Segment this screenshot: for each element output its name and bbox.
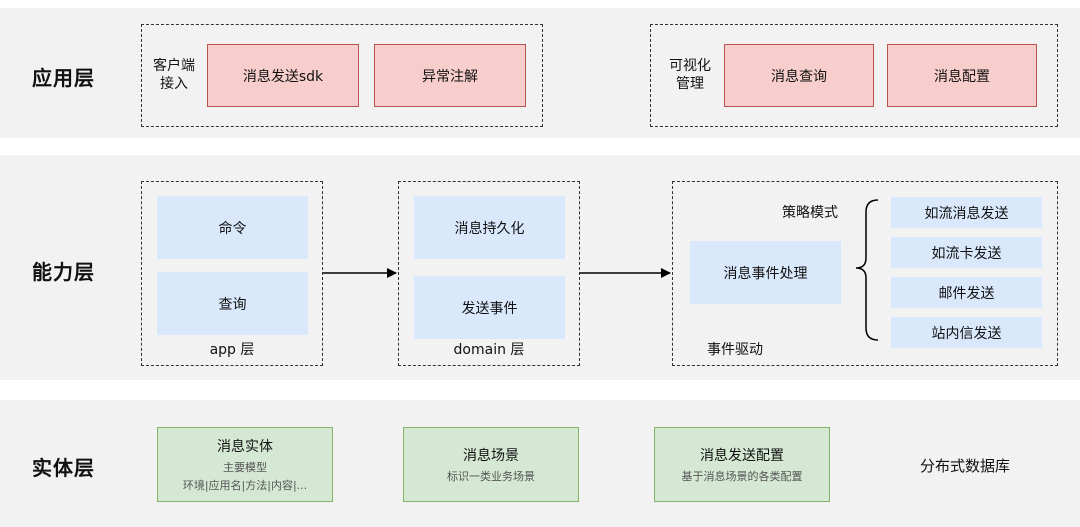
command-box: 命令 — [157, 196, 308, 259]
visual-management-label-line1: 可视化 — [669, 58, 711, 74]
domain-subsystem-caption: domain 层 — [453, 342, 525, 358]
visual-management-group — [650, 24, 1058, 127]
client-access-group — [141, 24, 543, 127]
capability-layer-title: 能力层 — [32, 260, 95, 284]
app-subsystem-caption: app 层 — [209, 342, 255, 358]
message-query-box: 消息查询 — [724, 44, 874, 107]
message-entity-title: 消息实体 — [217, 439, 273, 455]
distributed-database-label: 分布式数据库 — [919, 457, 1010, 475]
client-access-label: 客户端 接入 — [144, 57, 204, 93]
client-access-label-line1: 客户端 — [153, 58, 195, 74]
ruliu-card-send-box: 如流卡发送 — [891, 237, 1042, 268]
site-message-send-box: 站内信发送 — [891, 317, 1042, 348]
strategy-brace — [855, 199, 879, 341]
message-entity-box: 消息实体 主要模型 环境|应用名|方法|内容|... — [157, 427, 333, 502]
message-persistence-box: 消息持久化 — [414, 196, 565, 259]
entity-layer-title: 实体层 — [32, 456, 95, 480]
message-scene-title: 消息场景 — [463, 448, 519, 464]
client-access-label-line2: 接入 — [160, 76, 188, 92]
message-send-config-box: 消息发送配置 基于消息场景的各类配置 — [654, 427, 830, 502]
app-subsystem-group — [141, 181, 323, 366]
ruliu-message-send-box: 如流消息发送 — [891, 197, 1042, 228]
domain-subsystem-group — [398, 181, 580, 366]
message-send-config-title: 消息发送配置 — [700, 448, 784, 464]
message-send-sdk-box: 消息发送sdk — [207, 44, 359, 107]
message-entity-subtitle: 主要模型 — [223, 461, 267, 474]
send-event-box: 发送事件 — [414, 276, 565, 339]
message-scene-box: 消息场景 标识一类业务场景 — [403, 427, 579, 502]
event-driven-caption: 事件驱动 — [707, 342, 763, 358]
message-scene-subtitle: 标识一类业务场景 — [447, 470, 535, 483]
message-event-handler-box: 消息事件处理 — [690, 241, 841, 304]
message-entity-fields: 环境|应用名|方法|内容|... — [182, 479, 308, 492]
message-send-config-subtitle: 基于消息场景的各类配置 — [681, 470, 803, 483]
visual-management-label-line2: 管理 — [676, 76, 704, 92]
event-driven-group — [672, 181, 1058, 366]
strategy-pattern-label: 策略模式 — [782, 205, 838, 221]
visual-management-label: 可视化 管理 — [660, 57, 720, 93]
exception-annotation-box: 异常注解 — [374, 44, 526, 107]
message-config-box: 消息配置 — [887, 44, 1037, 107]
email-send-box: 邮件发送 — [891, 277, 1042, 308]
query-box: 查询 — [157, 272, 308, 335]
app-layer-title: 应用层 — [32, 66, 95, 90]
